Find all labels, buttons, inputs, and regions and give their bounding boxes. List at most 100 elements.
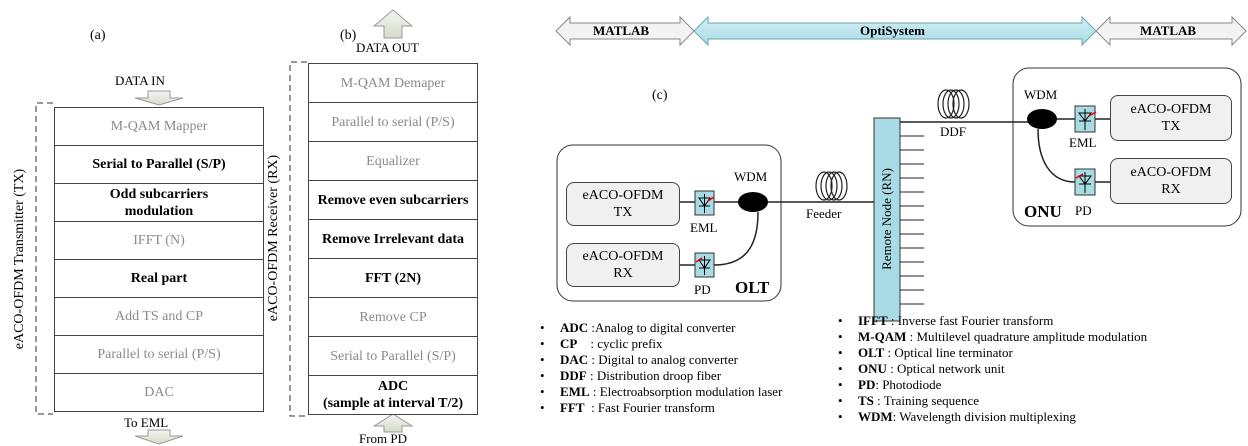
onu-wdm-label: WDM bbox=[1024, 87, 1058, 102]
from-pd-label: From PD bbox=[359, 431, 408, 446]
matlab-right-label: MATLAB bbox=[1140, 23, 1197, 38]
legend-left-definition: : Fast Fourier transform bbox=[584, 400, 715, 415]
legend-right-definition: : Photodiode bbox=[875, 377, 942, 392]
olt-eml-icon bbox=[694, 190, 715, 216]
olt-pd-label: PD bbox=[694, 282, 711, 297]
rx-block-3: Equalizer bbox=[308, 141, 478, 181]
tx-block-1: M-QAM Mapper bbox=[54, 107, 264, 146]
legend-left-abbr: ADC bbox=[560, 320, 589, 335]
onu-name-label: ONU bbox=[1024, 202, 1062, 221]
olt-tx-block: eACO-OFDM TX bbox=[566, 182, 680, 226]
matlab-left-label: MATLAB bbox=[593, 23, 650, 38]
olt-name-label: OLT bbox=[735, 278, 770, 297]
legend-right-definition: : Optical network unit bbox=[886, 361, 1005, 376]
legend-right-item: ONU : Optical network unit bbox=[834, 361, 1147, 377]
legend-right-abbr: M-QAM bbox=[858, 329, 907, 344]
legend-right: IFFT : Inverse fast Fourier transformM-Q… bbox=[834, 313, 1147, 425]
rx-block-9: ADC (sample at interval T/2) bbox=[308, 375, 478, 415]
to-eml-arrow bbox=[134, 429, 184, 445]
rx-block-6: FFT (2N) bbox=[308, 258, 478, 298]
legend-left-abbr: EML bbox=[560, 384, 590, 399]
ddf-label: DDF bbox=[940, 124, 967, 139]
tx-block-2: Serial to Parallel (S/P) bbox=[54, 145, 264, 184]
legend-left-item: DAC : Digital to analog converter bbox=[536, 352, 782, 368]
panel-b-label: (b) bbox=[340, 28, 357, 43]
legend-right-definition: : Wavelength division multiplexing bbox=[892, 409, 1076, 424]
rx-block-2: Parallel to serial (P/S) bbox=[308, 102, 478, 142]
ddf-fiber-coil-icon bbox=[937, 89, 970, 119]
legend-left-definition: : Electroabsorption modulation laser bbox=[589, 384, 783, 399]
olt-rx-block: eACO-OFDM RX bbox=[566, 243, 680, 287]
tx-block-8: DAC bbox=[54, 373, 264, 412]
matlab-right-arrow bbox=[1095, 15, 1247, 47]
tx-bracket bbox=[35, 102, 53, 415]
legend-left-abbr: DDF bbox=[560, 368, 587, 383]
rx-block-5: Remove Irrelevant data bbox=[308, 219, 478, 259]
legend-left-definition: : Distribution droop fiber bbox=[586, 368, 722, 383]
legend-right-item: TS : Training sequence bbox=[834, 393, 1147, 409]
olt-pd-icon bbox=[694, 252, 715, 278]
feeder-label: Feeder bbox=[806, 206, 842, 221]
olt-wdm-label: WDM bbox=[734, 169, 768, 184]
data-out-label: DATA OUT bbox=[356, 40, 419, 55]
legend-right-definition: : Training sequence bbox=[873, 393, 979, 408]
from-pd-arrow bbox=[372, 413, 414, 433]
legend-right-definition: : Inverse fast Fourier transform bbox=[887, 313, 1054, 328]
rx-block-8: Serial to Parallel (S/P) bbox=[308, 336, 478, 376]
tx-block-6: Add TS and CP bbox=[54, 297, 264, 336]
legend-right-item: OLT : Optical line terminator bbox=[834, 345, 1147, 361]
rx-bracket bbox=[289, 61, 307, 417]
legend-left-item: FFT : Fast Fourier transform bbox=[536, 400, 782, 416]
tx-block-4: IFFT (N) bbox=[54, 221, 264, 260]
legend-right-abbr: OLT bbox=[858, 345, 885, 360]
legend-right-item: PD: Photodiode bbox=[834, 377, 1147, 393]
legend-right-definition: : Optical line terminator bbox=[884, 345, 1013, 360]
onu-tx-block: eACO-OFDM TX bbox=[1110, 95, 1232, 141]
rx-side-label: eACO-OFDM Receiver (RX) bbox=[266, 154, 281, 322]
legend-right-abbr: IFFT bbox=[858, 313, 888, 328]
rx-block-1: M-QAM Demaper bbox=[308, 63, 478, 103]
to-eml-label: To EML bbox=[124, 415, 169, 430]
onu-eml-icon bbox=[1074, 105, 1097, 133]
tx-side-label: eACO-OFDM Transmitter (TX) bbox=[12, 168, 27, 350]
onu-pd-label: PD bbox=[1075, 203, 1092, 218]
legend-right-definition: : Multilevel quadrature amplitude modula… bbox=[906, 329, 1148, 344]
optisystem-label: OptiSystem bbox=[860, 23, 925, 38]
onu-rx-block: eACO-OFDM RX bbox=[1110, 158, 1232, 204]
legend-right-item: IFFT : Inverse fast Fourier transform bbox=[834, 313, 1147, 329]
legend-left-abbr: FFT bbox=[560, 400, 585, 415]
legend-left: ADC :Analog to digital converterCP : cyc… bbox=[536, 320, 782, 416]
remote-node-label: Remote Node (RN) bbox=[879, 168, 894, 270]
legend-left-definition: : Digital to analog converter bbox=[588, 352, 738, 367]
remote-node-bar bbox=[873, 117, 901, 322]
tx-block-3: Odd subcarriers modulation bbox=[54, 183, 264, 222]
legend-right-abbr: WDM bbox=[858, 409, 893, 424]
legend-left-definition: : cyclic prefix bbox=[577, 336, 663, 351]
onu-wdm-icon bbox=[1027, 109, 1057, 129]
feeder-fiber-coil-icon bbox=[815, 171, 848, 201]
data-in-arrow bbox=[134, 90, 184, 106]
tx-block-5: Real part bbox=[54, 259, 264, 298]
legend-left-abbr: CP bbox=[560, 336, 578, 351]
legend-left-item: CP : cyclic prefix bbox=[536, 336, 782, 352]
onu-eml-label: EML bbox=[1069, 135, 1097, 150]
tx-block-7: Parallel to serial (P/S) bbox=[54, 335, 264, 374]
onu-pd-icon bbox=[1074, 168, 1096, 196]
olt-eml-label: EML bbox=[690, 220, 718, 235]
legend-right-abbr: PD bbox=[858, 377, 876, 392]
legend-right-abbr: ONU bbox=[858, 361, 887, 376]
legend-right-item: WDM: Wavelength division multiplexing bbox=[834, 409, 1147, 425]
rx-block-7: Remove CP bbox=[308, 297, 478, 337]
data-in-label: DATA IN bbox=[115, 73, 165, 88]
legend-left-item: ADC :Analog to digital converter bbox=[536, 320, 782, 336]
legend-right-abbr: TS bbox=[858, 393, 874, 408]
panel-c-label: (c) bbox=[652, 88, 668, 103]
legend-left-item: DDF : Distribution droop fiber bbox=[536, 368, 782, 384]
data-out-arrow bbox=[372, 9, 414, 39]
legend-right-item: M-QAM : Multilevel quadrature amplitude … bbox=[834, 329, 1147, 345]
legend-left-definition: :Analog to digital converter bbox=[588, 320, 736, 335]
panel-a-label: (a) bbox=[90, 28, 106, 43]
rx-block-4: Remove even subcarriers bbox=[308, 180, 478, 220]
olt-wdm-icon bbox=[738, 192, 768, 212]
legend-left-item: EML : Electroabsorption modulation laser bbox=[536, 384, 782, 400]
